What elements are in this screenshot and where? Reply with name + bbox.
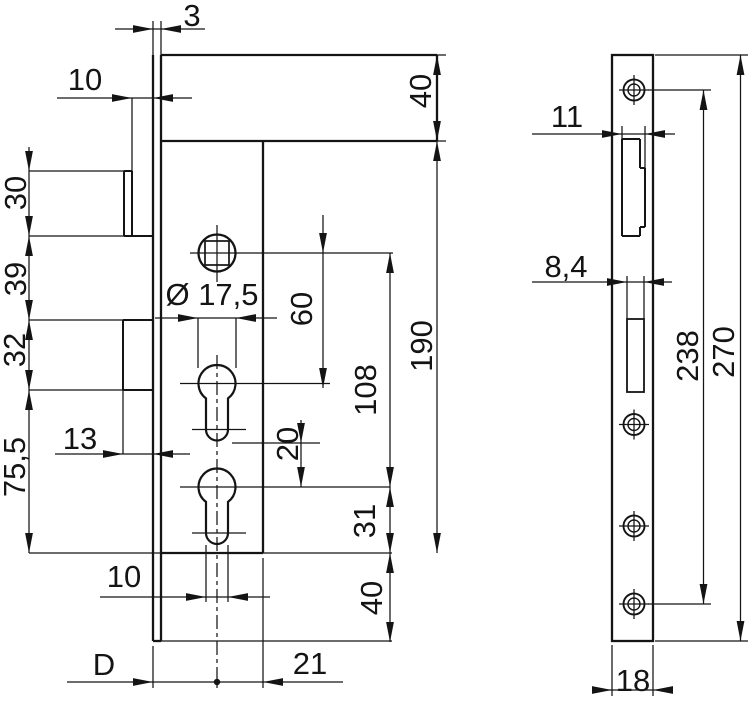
dimension-arrow: [699, 584, 708, 604]
dimension-arrow: [319, 368, 327, 388]
drawing-geometry: [25, 21, 748, 696]
dimension-arrow: [178, 314, 198, 322]
dim-label-center-to-case-edge: 21: [293, 646, 327, 681]
dimension-arrow: [25, 390, 33, 410]
dimension-arrow: [386, 467, 394, 487]
dim-label-slot-width: 8,4: [544, 249, 587, 284]
dimension-arrow: [25, 236, 33, 256]
dimension-arrow: [25, 300, 33, 320]
dim-label-faceplate-thickness: 3: [183, 0, 200, 33]
dimension-arrow: [25, 370, 33, 390]
dim-label-latch-width: 11: [551, 99, 583, 134]
dimension-arrow: [153, 94, 173, 102]
dimension-arrow: [433, 55, 441, 75]
screw-hole: [622, 413, 646, 436]
front-view: [610, 53, 655, 643]
dimension-arrow: [645, 130, 665, 138]
dimension-arrow: [433, 141, 441, 161]
dim-label-cylinder1-to-cylinder2: 20: [270, 427, 305, 461]
dim-label-screw-spacing: 238: [670, 330, 705, 382]
dimension-arrow: [25, 320, 33, 340]
screw-hole: [622, 78, 646, 102]
dimension-arrow: [133, 25, 153, 33]
screw-hole: [622, 592, 646, 616]
dim-label-top-edge-to-case: 40: [403, 74, 438, 108]
dimension-arrow: [112, 94, 132, 102]
dimension-arrow: [186, 593, 206, 601]
dimension-arrow: [736, 55, 745, 75]
cylinder-slot: [626, 318, 645, 393]
dimension-arrow: [133, 678, 153, 686]
dim-label-cylinder2-to-case-bottom: 31: [347, 504, 382, 538]
dim-label-latch-protrusion: 10: [68, 62, 102, 97]
dimension-arrow: [153, 450, 173, 458]
dim-label-cylinder-stem-width: 10: [107, 559, 141, 594]
backset-reference-dot: [213, 678, 221, 686]
dim-label-deadbolt-height: 32: [0, 333, 32, 367]
dim-label-backset: D: [93, 647, 115, 682]
dimension-arrow: [433, 533, 441, 553]
dimension-arrow: [386, 253, 394, 273]
cylinder-hole-top: [197, 363, 237, 442]
faceplate-front: [610, 53, 655, 643]
dimension-arrow: [386, 487, 394, 507]
dim-label-hub-to-cylinder1: 60: [284, 292, 319, 326]
dim-label-faceplate-length: 270: [706, 326, 741, 378]
side-view: [197, 233, 237, 686]
spindle-hub-hole: [197, 233, 237, 273]
dim-label-latch-to-deadbolt: 39: [0, 262, 33, 296]
dimension-arrow: [386, 553, 394, 573]
dimension-arrow: [25, 216, 33, 236]
dimension-arrow: [699, 90, 708, 110]
dim-label-cylinder-diameter: Ø 17,5: [165, 277, 258, 312]
dimension-arrow: [386, 622, 394, 642]
dim-label-deadbolt-protrusion: 13: [63, 421, 97, 456]
dim-label-hub-to-cylinder2: 108: [348, 364, 383, 416]
dimension-arrow: [228, 593, 248, 601]
cylinder-hole-bottom: [197, 467, 237, 546]
screw-hole: [622, 514, 646, 538]
dimension-arrow: [319, 233, 327, 253]
dimension-arrow: [25, 151, 33, 171]
dim-label-case-height: 190: [404, 320, 439, 372]
dim-label-case-bottom-to-plate-end: 40: [354, 581, 389, 615]
dim-label-faceplate-width: 18: [616, 663, 650, 698]
dimension-arrow: [433, 121, 441, 141]
dimension-arrow: [297, 467, 305, 487]
dimension-arrow: [297, 423, 305, 443]
dimension-arrow: [103, 450, 123, 458]
dimension-arrow: [25, 533, 33, 553]
dimension-arrow: [653, 686, 673, 694]
dim-label-latch-height: 30: [0, 176, 33, 210]
dimension-arrow: [607, 278, 627, 286]
dimension-arrow: [236, 314, 256, 322]
dimension-arrow: [161, 25, 181, 33]
dimension-arrow: [736, 621, 745, 641]
dim-label-deadbolt-to-case-bottom: 75,5: [0, 437, 32, 497]
dimension-arrow: [592, 686, 612, 694]
dimension-arrow: [263, 678, 283, 686]
dimension-arrow: [386, 533, 394, 553]
